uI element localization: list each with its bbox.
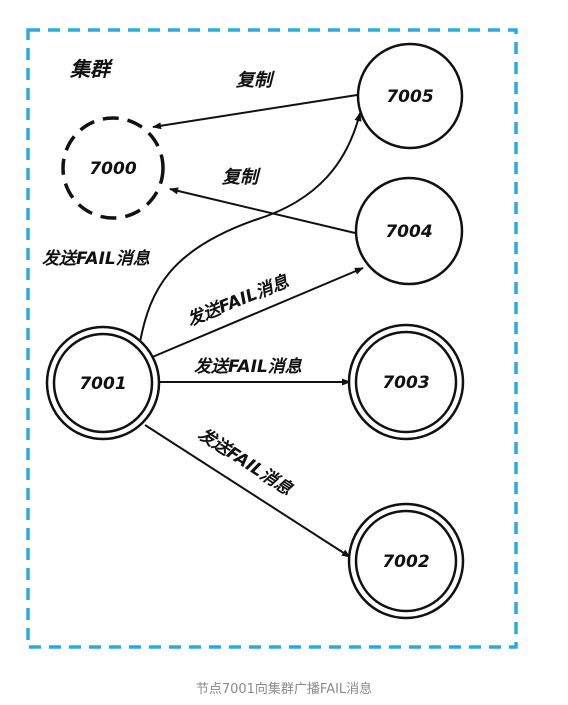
figure-caption: 节点7001向集群广播FAIL消息 — [195, 682, 373, 697]
node-7005-label: 7005 — [386, 87, 433, 107]
node-7001-label: 7001 — [79, 374, 126, 394]
cluster-boundary — [26, 28, 518, 649]
node-7000: 7000 — [61, 116, 165, 220]
node-7002: 7002 — [347, 502, 465, 620]
node-7001: 7001 — [45, 325, 161, 441]
label-fail-to-7005: 发送FAIL消息 — [42, 249, 151, 269]
node-7000-label: 7000 — [89, 159, 136, 179]
label-replicate-7005: 复制 — [236, 70, 275, 91]
node-7004-label: 7004 — [385, 222, 432, 242]
edge-7005-to-7000 — [152, 94, 358, 130]
edge-7004-to-7000 — [169, 187, 356, 234]
node-7003-label: 7003 — [382, 373, 429, 393]
cluster-label: 集群 — [69, 57, 114, 81]
edge-7001-to-7005 — [139, 112, 362, 343]
edge-7001-to-7002 — [144, 424, 351, 558]
node-7002-label: 7002 — [382, 552, 429, 572]
node-7004: 7004 — [354, 176, 464, 286]
label-fail-to-7003: 发送FAIL消息 — [194, 357, 303, 377]
edge-7001-to-7004 — [149, 267, 364, 359]
node-7003: 7003 — [347, 323, 465, 441]
label-fail-to-7004: 发送FAIL消息 — [184, 271, 292, 330]
label-replicate-7004: 复制 — [222, 167, 261, 188]
node-7005: 7005 — [356, 42, 464, 150]
